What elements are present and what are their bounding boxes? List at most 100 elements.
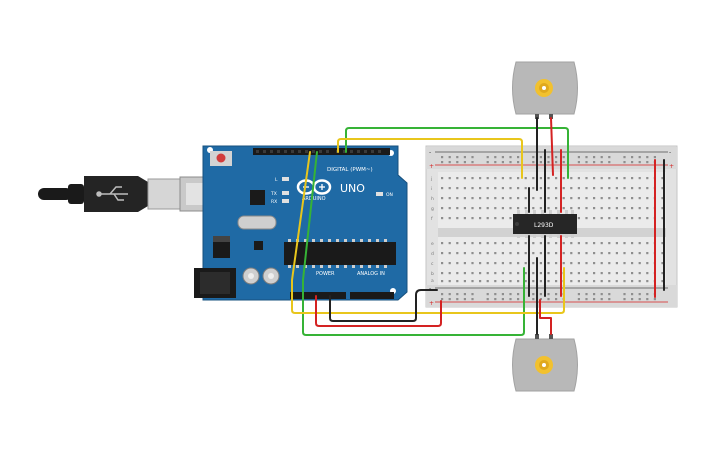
breadboard-hole[interactable] [555,298,558,301]
breadboard-hole[interactable] [479,252,482,255]
breadboard-hole[interactable] [585,252,588,255]
breadboard-hole[interactable] [577,262,580,265]
breadboard-hole[interactable] [593,177,596,180]
breadboard-hole[interactable] [471,161,474,164]
breadboard-hole[interactable] [577,207,580,210]
breadboard-hole[interactable] [577,280,580,283]
breadboard-hole[interactable] [471,242,474,245]
breadboard-hole[interactable] [463,156,466,159]
breadboard-hole[interactable] [486,187,489,190]
breadboard-hole[interactable] [547,156,550,159]
breadboard-hole[interactable] [570,262,573,265]
breadboard-hole[interactable] [517,197,520,200]
breadboard-hole[interactable] [517,293,520,296]
breadboard-hole[interactable] [539,161,542,164]
breadboard-hole[interactable] [585,280,588,283]
breadboard-hole[interactable] [623,161,626,164]
breadboard-hole[interactable] [562,207,565,210]
breadboard-hole[interactable] [471,207,474,210]
breadboard-hole[interactable] [456,242,459,245]
breadboard-hole[interactable] [509,207,512,210]
breadboard-hole[interactable] [555,187,558,190]
breadboard-hole[interactable] [539,156,542,159]
breadboard-hole[interactable] [593,207,596,210]
breadboard-hole[interactable] [577,156,580,159]
breadboard-hole[interactable] [615,217,618,220]
breadboard-hole[interactable] [562,252,565,255]
breadboard-hole[interactable] [600,207,603,210]
breadboard-hole[interactable] [593,156,596,159]
breadboard-hole[interactable] [494,293,497,296]
breadboard-hole[interactable] [547,262,550,265]
breadboard-hole[interactable] [631,187,634,190]
breadboard-hole[interactable] [608,187,611,190]
breadboard-hole[interactable] [646,272,649,275]
breadboard-hole[interactable] [547,177,550,180]
breadboard-hole[interactable] [456,298,459,301]
breadboard-hole[interactable] [463,207,466,210]
breadboard-hole[interactable] [570,207,573,210]
breadboard-hole[interactable] [501,280,504,283]
breadboard-hole[interactable] [631,217,634,220]
breadboard-hole[interactable] [501,217,504,220]
breadboard-hole[interactable] [600,280,603,283]
breadboard-hole[interactable] [631,298,634,301]
breadboard-hole[interactable] [661,177,664,180]
breadboard-hole[interactable] [631,156,634,159]
breadboard-hole[interactable] [532,242,535,245]
breadboard-hole[interactable] [585,197,588,200]
breadboard-hole[interactable] [441,272,444,275]
breadboard-hole[interactable] [479,262,482,265]
breadboard-hole[interactable] [608,161,611,164]
breadboard-hole[interactable] [577,252,580,255]
breadboard-hole[interactable] [555,177,558,180]
breadboard-hole[interactable] [539,197,542,200]
breadboard-hole[interactable] [615,280,618,283]
breadboard-hole[interactable] [615,242,618,245]
breadboard-hole[interactable] [456,156,459,159]
breadboard-hole[interactable] [577,177,580,180]
breadboard-hole[interactable] [539,187,542,190]
breadboard-hole[interactable] [486,293,489,296]
breadboard-hole[interactable] [494,187,497,190]
breadboard-hole[interactable] [638,272,641,275]
breadboard-hole[interactable] [593,252,596,255]
breadboard-hole[interactable] [441,156,444,159]
breadboard-hole[interactable] [471,252,474,255]
breadboard-hole[interactable] [532,161,535,164]
breadboard-hole[interactable] [524,177,527,180]
breadboard-hole[interactable] [623,280,626,283]
breadboard-hole[interactable] [608,272,611,275]
wire-green-bottom[interactable] [302,151,525,336]
breadboard-hole[interactable] [600,298,603,301]
breadboard-hole[interactable] [585,161,588,164]
breadboard-hole[interactable] [448,187,451,190]
breadboard-hole[interactable] [600,161,603,164]
breadboard-hole[interactable] [524,262,527,265]
breadboard-hole[interactable] [646,217,649,220]
breadboard-hole[interactable] [532,280,535,283]
breadboard-hole[interactable] [593,293,596,296]
breadboard-hole[interactable] [615,187,618,190]
breadboard-hole[interactable] [509,293,512,296]
breadboard-hole[interactable] [646,156,649,159]
breadboard-hole[interactable] [441,298,444,301]
breadboard-hole[interactable] [562,156,565,159]
breadboard-hole[interactable] [585,207,588,210]
breadboard-hole[interactable] [524,197,527,200]
breadboard-hole[interactable] [623,187,626,190]
breadboard-hole[interactable] [463,293,466,296]
breadboard-hole[interactable] [486,298,489,301]
breadboard-hole[interactable] [638,177,641,180]
breadboard-hole[interactable] [463,187,466,190]
breadboard-hole[interactable] [593,242,596,245]
breadboard-hole[interactable] [631,207,634,210]
breadboard-hole[interactable] [471,298,474,301]
breadboard-hole[interactable] [638,280,641,283]
breadboard-hole[interactable] [486,177,489,180]
breadboard-hole[interactable] [585,187,588,190]
breadboard-hole[interactable] [517,252,520,255]
breadboard-hole[interactable] [463,177,466,180]
breadboard-hole[interactable] [517,207,520,210]
breadboard-hole[interactable] [486,262,489,265]
